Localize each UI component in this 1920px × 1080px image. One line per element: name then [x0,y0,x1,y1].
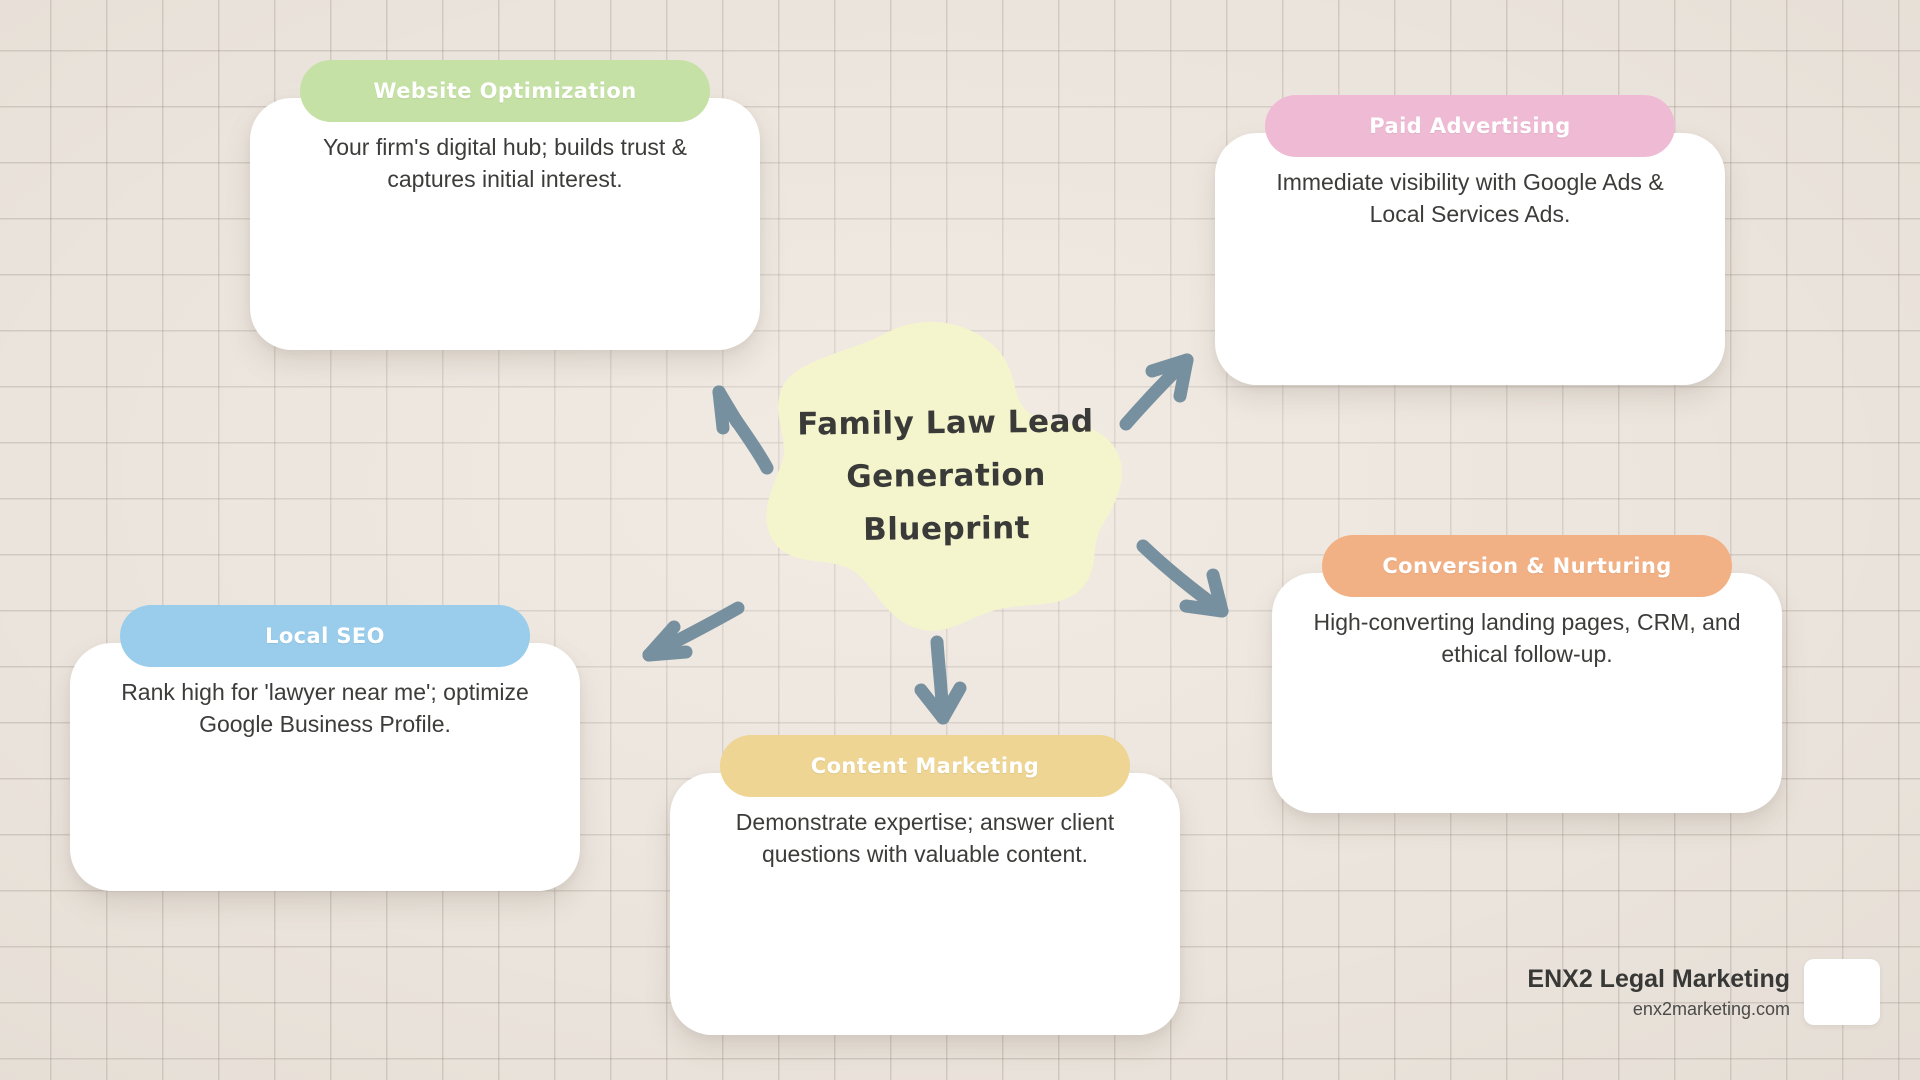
node-paid-advertising[interactable]: Paid Advertising Immediate visibility wi… [1215,95,1725,385]
arrow-to-content-marketing [914,635,967,725]
arrow-to-paid-advertising [1119,353,1194,431]
node-card [70,643,580,891]
center-title-line-2: Generation [846,456,1046,495]
node-website-optimization[interactable]: Website Optimization Your firm's digital… [250,60,760,350]
node-description: Immediate visibility with Google Ads & L… [1276,169,1664,227]
center-node-title: Family Law Lead Generation Blueprint [754,318,1137,634]
node-card [250,98,760,350]
node-title-pill: Conversion & Nurturing [1322,535,1732,597]
arrow-to-website [712,385,774,475]
center-title-line-3: Blueprint [862,509,1031,548]
center-title-line-1: Family Law Lead [797,402,1094,443]
arrow-to-conversion [1136,539,1229,618]
brand-logo-icon [1804,959,1880,1025]
branding-text: ENX2 Legal Marketing enx2marketing.com [1527,963,1790,1021]
brand-name: ENX2 Legal Marketing [1527,964,1790,993]
branding: ENX2 Legal Marketing enx2marketing.com [1527,959,1880,1025]
node-description: High-converting landing pages, CRM, and … [1313,609,1741,667]
node-description: Demonstrate expertise; answer client que… [735,809,1115,867]
node-conversion-and-nurturing[interactable]: Conversion & Nurturing High-converting l… [1272,535,1782,815]
center-blob-shape [766,321,1122,631]
arrow-to-local-seo [642,601,745,662]
node-description: Your firm's digital hub; builds trust & … [322,134,688,192]
brand-url: enx2marketing.com [1632,998,1790,1019]
node-description: Rank high for 'lawyer near me'; optimize… [121,679,529,737]
node-card [1272,573,1782,813]
center-node: Family Law Lead Generation Blueprint [756,320,1136,632]
node-card [670,773,1180,1035]
node-title-pill: Content Marketing [720,735,1130,797]
node-content-marketing[interactable]: Content Marketing Demonstrate expertise;… [670,735,1180,1035]
node-title-pill: Paid Advertising [1265,95,1675,157]
node-local-seo[interactable]: Local SEO Rank high for 'lawyer near me'… [70,605,580,891]
node-card [1215,133,1725,385]
node-title-pill: Website Optimization [300,60,710,122]
node-title-pill: Local SEO [120,605,530,667]
